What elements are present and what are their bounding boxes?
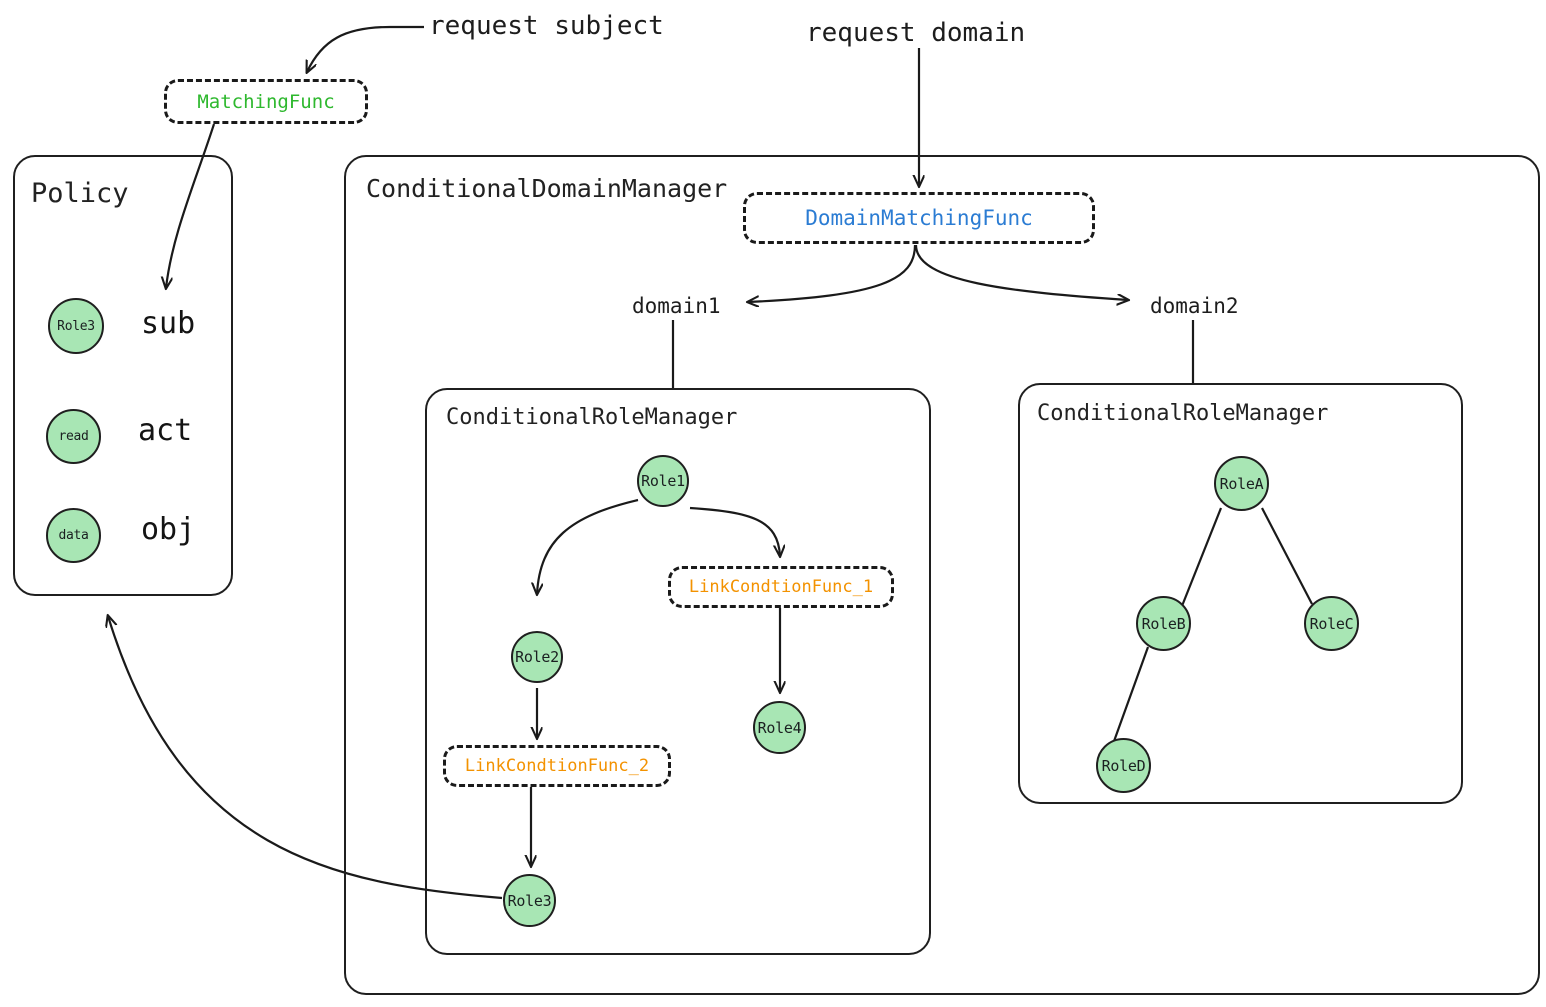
policy-attr-obj: obj [141,512,196,547]
role-node-role1[interactable]: Role1 [637,455,689,507]
role-node-role2[interactable]: Role2 [511,631,563,683]
domain-matching-func-box[interactable]: DomainMatchingFunc [743,192,1095,244]
policy-panel [13,155,233,596]
domain-matching-func-label: DomainMatchingFunc [805,206,1033,230]
matching-func-box[interactable]: MatchingFunc [164,79,368,124]
role-node-role4[interactable]: Role4 [753,701,806,754]
conditional-role-manager-left-title: ConditionalRoleManager [446,405,738,430]
conditional-domain-manager-panel [344,155,1540,995]
role-node-role3[interactable]: Role3 [503,874,556,927]
role-node-roleD[interactable]: RoleD [1096,738,1151,793]
conditional-domain-manager-title: ConditionalDomainManager [366,174,728,203]
conditional-role-manager-right-panel [1018,383,1463,804]
conditional-role-manager-right-title: ConditionalRoleManager [1037,401,1329,426]
branch-label-domain2: domain2 [1150,294,1239,318]
matching-func-label: MatchingFunc [197,90,335,113]
policy-attr-act: act [138,413,193,448]
policy-panel-title: Policy [31,178,129,209]
policy-node-act[interactable]: read [46,409,101,464]
role-node-roleC[interactable]: RoleC [1304,596,1359,651]
label-request-subject: request subject [429,11,664,41]
policy-attr-sub: sub [141,306,196,341]
policy-node-obj[interactable]: data [46,508,101,563]
label-request-domain: request domain [806,18,1026,48]
link-condition-func-1-label: LinkCondtionFunc_1 [688,577,874,597]
link-condition-func-1-box[interactable]: LinkCondtionFunc_1 [668,566,894,608]
role-node-roleB[interactable]: RoleB [1136,596,1191,651]
link-condition-func-2-box[interactable]: LinkCondtionFunc_2 [443,745,671,787]
role-node-roleA[interactable]: RoleA [1214,456,1269,511]
conditional-role-manager-left-panel [425,388,931,955]
branch-label-domain1: domain1 [632,294,721,318]
edge-request-subject [307,25,424,72]
policy-node-sub[interactable]: Role3 [48,298,104,354]
link-condition-func-2-label: LinkCondtionFunc_2 [464,756,650,776]
